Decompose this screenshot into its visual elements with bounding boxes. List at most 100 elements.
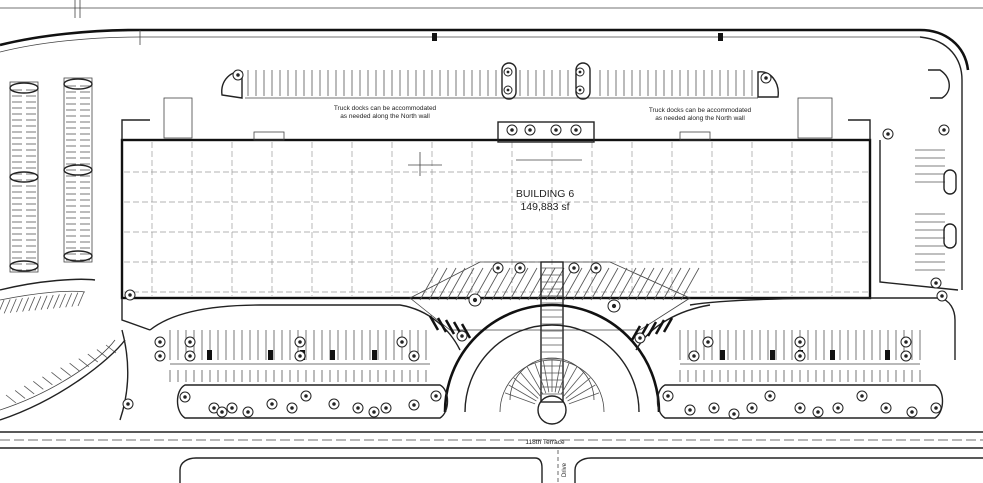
curb-stop — [770, 350, 775, 360]
entry-roundabout — [443, 303, 661, 425]
tree-center — [460, 334, 464, 338]
curb-stop — [372, 350, 377, 360]
tree-center — [940, 294, 944, 298]
parking-stall — [40, 295, 48, 310]
corner-island — [928, 69, 950, 99]
tree-center — [290, 406, 294, 410]
tree-center — [220, 410, 224, 414]
dimension-marker — [408, 152, 582, 176]
dock-note-east-line1: Truck docks can be accommodated — [649, 107, 752, 114]
building-area-label: 149,883 sf — [520, 201, 569, 213]
tree-center — [578, 70, 582, 74]
parking-stall — [654, 319, 666, 335]
parking-stall — [630, 325, 642, 341]
tree-center — [188, 354, 192, 358]
tree-center — [688, 408, 692, 412]
tree-center — [183, 395, 187, 399]
tree-center — [496, 266, 500, 270]
tree-center — [506, 70, 510, 74]
parking-island — [63, 250, 93, 262]
tree-center — [572, 266, 576, 270]
tree-center — [332, 402, 336, 406]
east-parking-area — [915, 149, 957, 271]
tree-center — [884, 406, 888, 410]
tree-center — [764, 76, 768, 80]
parking-stall — [22, 297, 29, 312]
tree-center — [356, 406, 360, 410]
curb-stop — [720, 350, 725, 360]
tree-center — [904, 354, 908, 358]
parking-stall — [23, 385, 35, 395]
tree-center — [860, 394, 864, 398]
entry-drive-label: Drive — [562, 462, 568, 477]
curb-stop — [268, 350, 273, 360]
west-parking-area — [0, 77, 117, 404]
curb-stop — [330, 350, 335, 360]
parking-stall — [460, 323, 472, 339]
parking-stall — [60, 367, 71, 377]
tree-center — [510, 128, 514, 132]
tree-center — [554, 128, 558, 132]
tree-center — [712, 406, 716, 410]
tree-center — [942, 128, 946, 132]
tree-center — [434, 394, 438, 398]
parking-stall — [46, 294, 54, 310]
tree-center — [128, 293, 132, 297]
parking-stall — [42, 376, 53, 386]
tree-center — [372, 410, 376, 414]
south-landscape-strip — [176, 384, 944, 419]
parking-stall — [436, 317, 448, 333]
tree-center — [412, 354, 416, 358]
tree-center — [412, 403, 416, 407]
parking-stall — [428, 315, 440, 331]
tree-center — [798, 354, 802, 358]
tree-center — [518, 266, 522, 270]
tree-center — [816, 410, 820, 414]
south-road — [0, 431, 983, 483]
parking-stall — [5, 394, 17, 404]
tree-center — [611, 303, 617, 309]
tree-center — [798, 340, 802, 344]
north-roadway — [0, 0, 983, 290]
parking-stall — [71, 292, 79, 307]
tree-center — [934, 406, 938, 410]
tree-center — [836, 406, 840, 410]
south-west-parking — [169, 315, 472, 382]
parking-stall — [65, 293, 73, 308]
parking-stall — [77, 291, 85, 307]
parking-stall — [33, 381, 44, 390]
parking-stall — [59, 293, 66, 309]
tree-center — [768, 394, 772, 398]
tree-center — [298, 354, 302, 358]
tree-center — [798, 406, 802, 410]
tree-center — [732, 412, 736, 416]
tree-center — [578, 88, 582, 92]
tree-center — [910, 410, 914, 414]
parking-stall — [9, 298, 17, 313]
tree-center — [212, 406, 216, 410]
tree-center — [934, 281, 938, 285]
south-drive-curves — [119, 297, 956, 421]
tree-center — [904, 340, 908, 344]
parking-stall — [51, 371, 62, 381]
tree-center — [472, 297, 478, 303]
dock-note-east-line2: as needed along the North wall — [655, 115, 745, 122]
tree-center — [400, 340, 404, 344]
parking-stall — [0, 299, 5, 311]
tree-center — [706, 340, 710, 344]
dock-note-west-line1: Truck docks can be accommodated — [334, 105, 437, 112]
tree-center — [750, 406, 754, 410]
tree-center — [298, 340, 302, 344]
tree-center — [304, 394, 308, 398]
parking-stall — [16, 297, 23, 313]
tree-center — [692, 354, 696, 358]
tree-center — [158, 354, 162, 358]
building-name-label: BUILDING 6 — [516, 188, 575, 200]
truck-dock-west — [163, 97, 193, 139]
tree-center — [384, 406, 388, 410]
parking-island — [9, 82, 39, 94]
tree-center — [666, 394, 670, 398]
parking-stall — [3, 299, 11, 314]
tree-center — [188, 340, 192, 344]
